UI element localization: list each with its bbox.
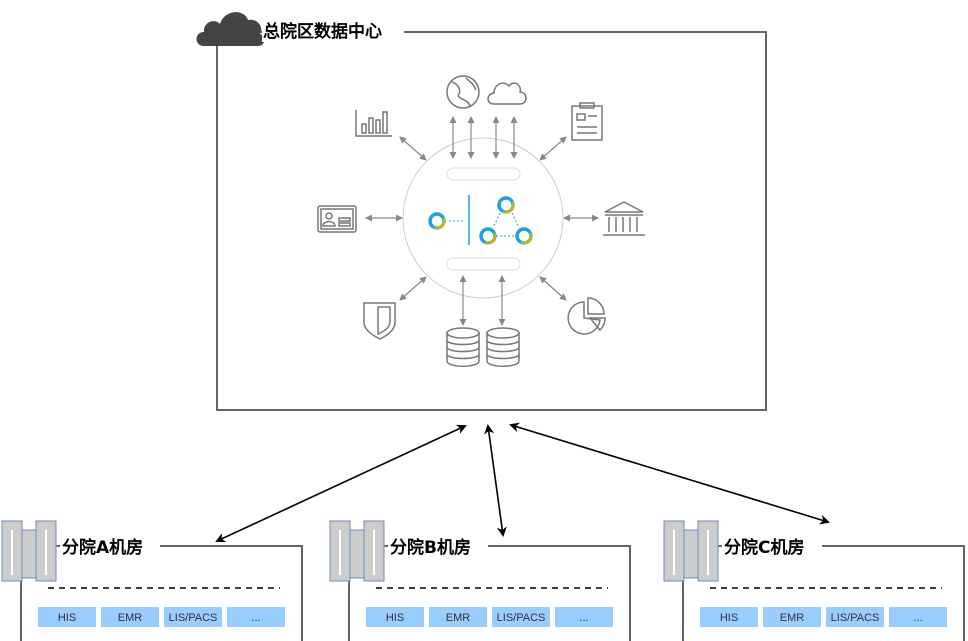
server-rack-icon: [329, 520, 385, 582]
bar-chart-icon: [355, 110, 392, 137]
cloud-icon: [196, 12, 265, 46]
main-title: 总院区数据中心: [263, 21, 382, 42]
system-chip: HIS: [720, 612, 738, 624]
clipboard-icon: [571, 102, 603, 141]
system-chip: LIS/PACS: [497, 612, 546, 624]
bank-icon: [603, 201, 645, 236]
arrow-to-branch-a: [215, 424, 467, 543]
branch-a: 分院A机房 HIS EMR LIS/PACS ...: [1, 520, 303, 641]
shield-icon: [363, 302, 396, 340]
branch-b: 分院B机房 HIS EMR LIS/PACS ...: [329, 520, 631, 641]
id-card-icon: [317, 205, 357, 233]
data-platform-hub: [402, 137, 564, 299]
globe-icon: [446, 75, 480, 109]
system-chip: ...: [913, 612, 922, 624]
branch-title: 分院C机房: [724, 537, 804, 558]
system-chip: EMR: [780, 612, 805, 624]
system-chip: EMR: [118, 612, 143, 624]
system-chip: ...: [251, 612, 260, 624]
branch-title: 分院A机房: [62, 537, 143, 558]
cloud-outline-icon: [487, 82, 527, 105]
branch-c: 分院C机房 HIS EMR LIS/PACS ...: [663, 520, 965, 641]
sync-arrows: [215, 422, 830, 543]
hub-connectors: [365, 116, 599, 326]
arrow-to-branch-b: [484, 424, 507, 537]
database-icon: [486, 327, 520, 367]
pie-chart-icon: [567, 297, 606, 335]
system-chip: LIS/PACS: [169, 612, 218, 624]
arrow-to-branch-c: [509, 422, 830, 525]
server-rack-icon: [663, 520, 719, 582]
system-chip: EMR: [446, 612, 471, 624]
system-chip: ...: [579, 612, 588, 624]
database-icon: [446, 327, 480, 367]
system-chip: HIS: [58, 612, 76, 624]
server-rack-icon: [1, 520, 57, 582]
system-chip: LIS/PACS: [831, 612, 880, 624]
system-chip: HIS: [386, 612, 404, 624]
node-ring-icon: [428, 196, 533, 245]
branch-title: 分院B机房: [390, 537, 471, 558]
